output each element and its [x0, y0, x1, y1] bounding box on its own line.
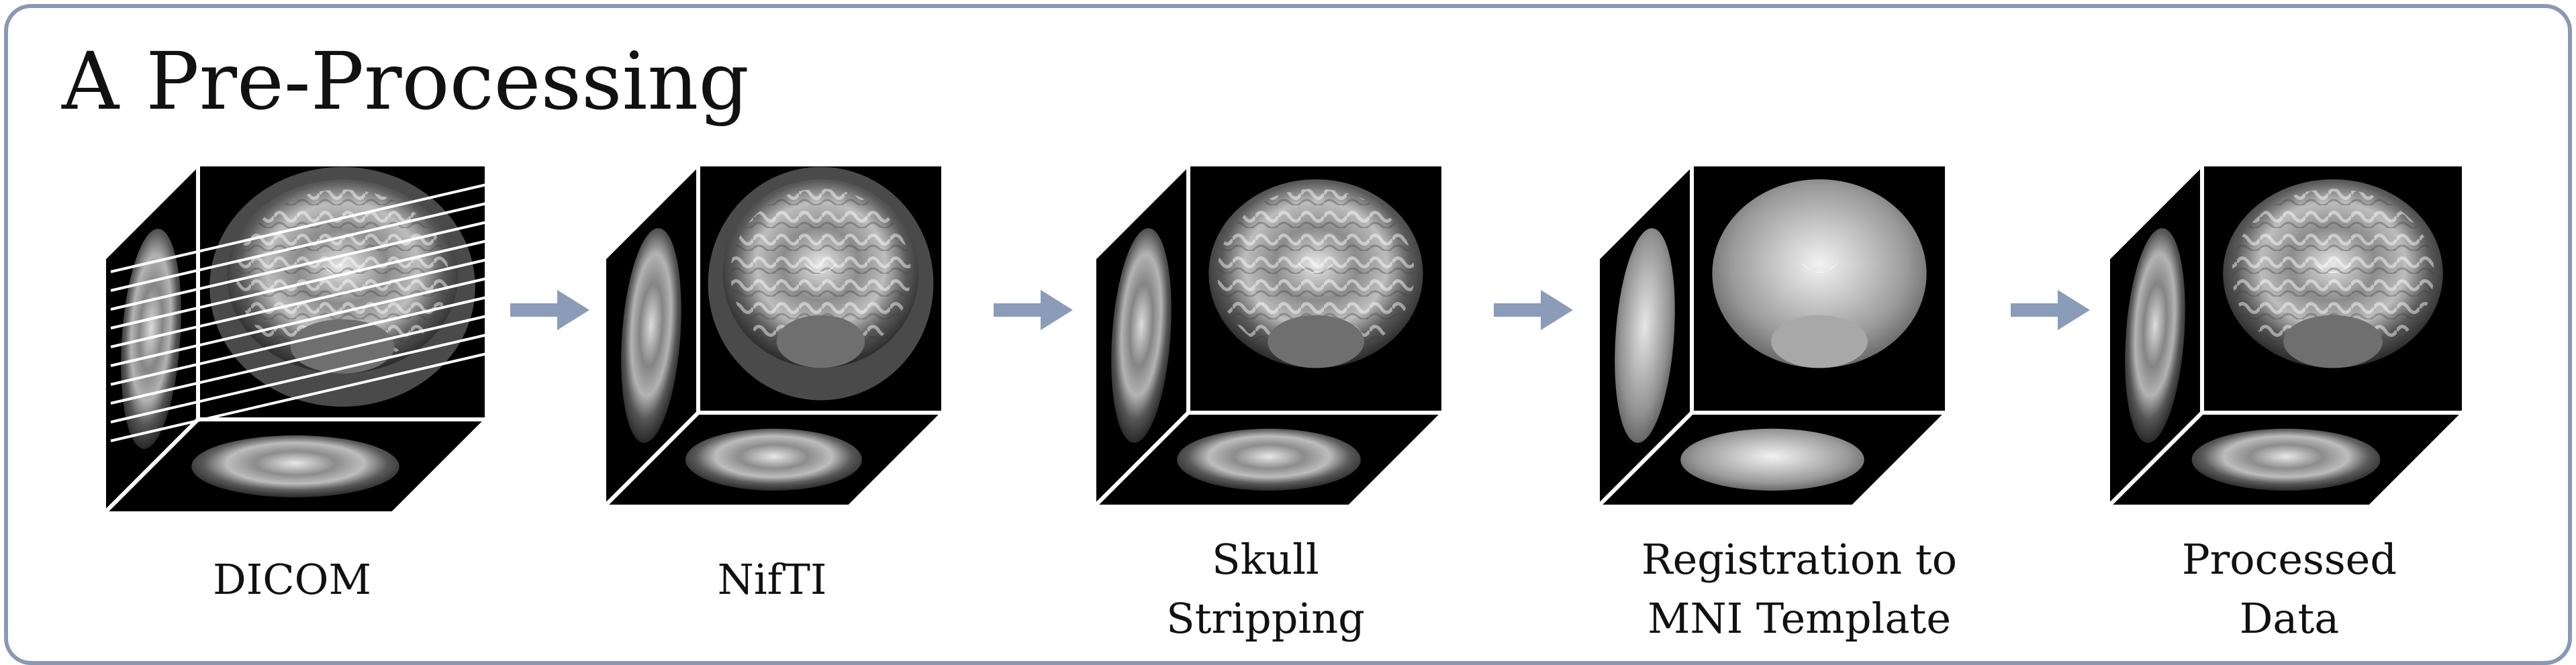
axial-brain	[685, 428, 862, 491]
dicom-slice-line	[110, 277, 487, 367]
dicom-slice-line	[110, 296, 487, 386]
coronal-brain	[1208, 179, 1423, 368]
flow-arrow-icon	[510, 290, 589, 330]
label-line-1: NifTI	[717, 555, 827, 604]
dicom-slice-line	[110, 183, 487, 273]
panel-title-text: Pre-Processing	[146, 35, 749, 127]
label-line-1: Processed	[2181, 535, 2397, 584]
sagittal-brain	[1615, 228, 1675, 443]
panel-letter: A	[62, 35, 120, 127]
axial-brain	[1680, 428, 1864, 491]
label-line-1: Registration to	[1641, 535, 1958, 584]
flow-arrow-icon	[1494, 290, 1573, 330]
dicom-slice-line	[110, 258, 487, 348]
dicom-slice-line	[110, 221, 487, 311]
dicom-slice-line	[110, 202, 487, 292]
axial-brain	[191, 435, 399, 498]
axial-brain	[2191, 428, 2381, 491]
sagittal-brain	[1111, 228, 1172, 443]
label-registration: Registration to MNI Template	[1641, 530, 1957, 648]
label-line-2: Stripping	[1166, 594, 1365, 643]
dicom-slice-line	[110, 315, 487, 405]
dicom-slice-line	[110, 240, 487, 329]
label-line-1: Skull	[1212, 535, 1319, 584]
axial-brain	[1177, 428, 1361, 491]
sagittal-brain	[2125, 228, 2185, 443]
flow-arrow-icon	[994, 290, 1073, 330]
dicom-slice-line	[110, 334, 487, 423]
label-line-2: MNI Template	[1647, 594, 1952, 643]
coronal-brain	[722, 179, 919, 368]
label-dicom: DICOM	[213, 550, 371, 609]
flow-arrow-icon	[2011, 290, 2090, 330]
label-line-1: DICOM	[213, 555, 371, 604]
sagittal-brain	[621, 228, 681, 443]
dicom-slice-line	[110, 352, 487, 442]
label-nifti: NifTI	[718, 550, 827, 609]
label-line-2: Data	[2239, 594, 2340, 643]
coronal-brain	[2223, 179, 2443, 368]
coronal-brain	[1712, 179, 1927, 368]
